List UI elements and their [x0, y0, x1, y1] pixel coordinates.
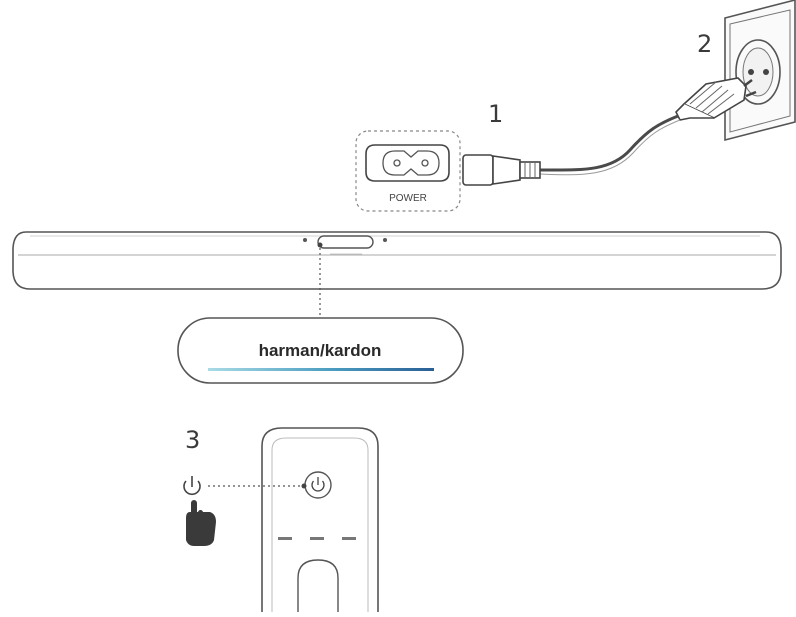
remote-button-right[interactable]	[342, 537, 356, 540]
remote-control	[261, 427, 379, 612]
display-callout: harman/kardon	[177, 317, 464, 384]
pointing-hand-icon	[186, 500, 216, 546]
power-socket-icon	[365, 144, 450, 182]
soundbar	[12, 231, 782, 290]
brand-logo-text: harman/kardon	[259, 341, 382, 360]
remote-power-button[interactable]	[304, 471, 332, 499]
remote-button-left[interactable]	[278, 537, 292, 540]
remote-button-middle[interactable]	[310, 537, 324, 540]
power-port-label: POWER	[389, 193, 427, 204]
soundbar-display	[303, 235, 387, 255]
step-1-number: 1	[488, 100, 503, 128]
power-cable	[539, 114, 679, 172]
brand-accent-bar	[208, 368, 434, 371]
power-cable-connector	[462, 154, 541, 186]
wall-outlet-icon	[724, 0, 796, 142]
eu-plug-icon	[675, 77, 757, 121]
step-2-number: 2	[697, 30, 712, 58]
remote-dpad-top[interactable]	[297, 559, 339, 612]
step-3-number: 3	[185, 426, 200, 454]
power-icon	[183, 476, 201, 496]
power-port-panel: POWER	[355, 130, 461, 212]
